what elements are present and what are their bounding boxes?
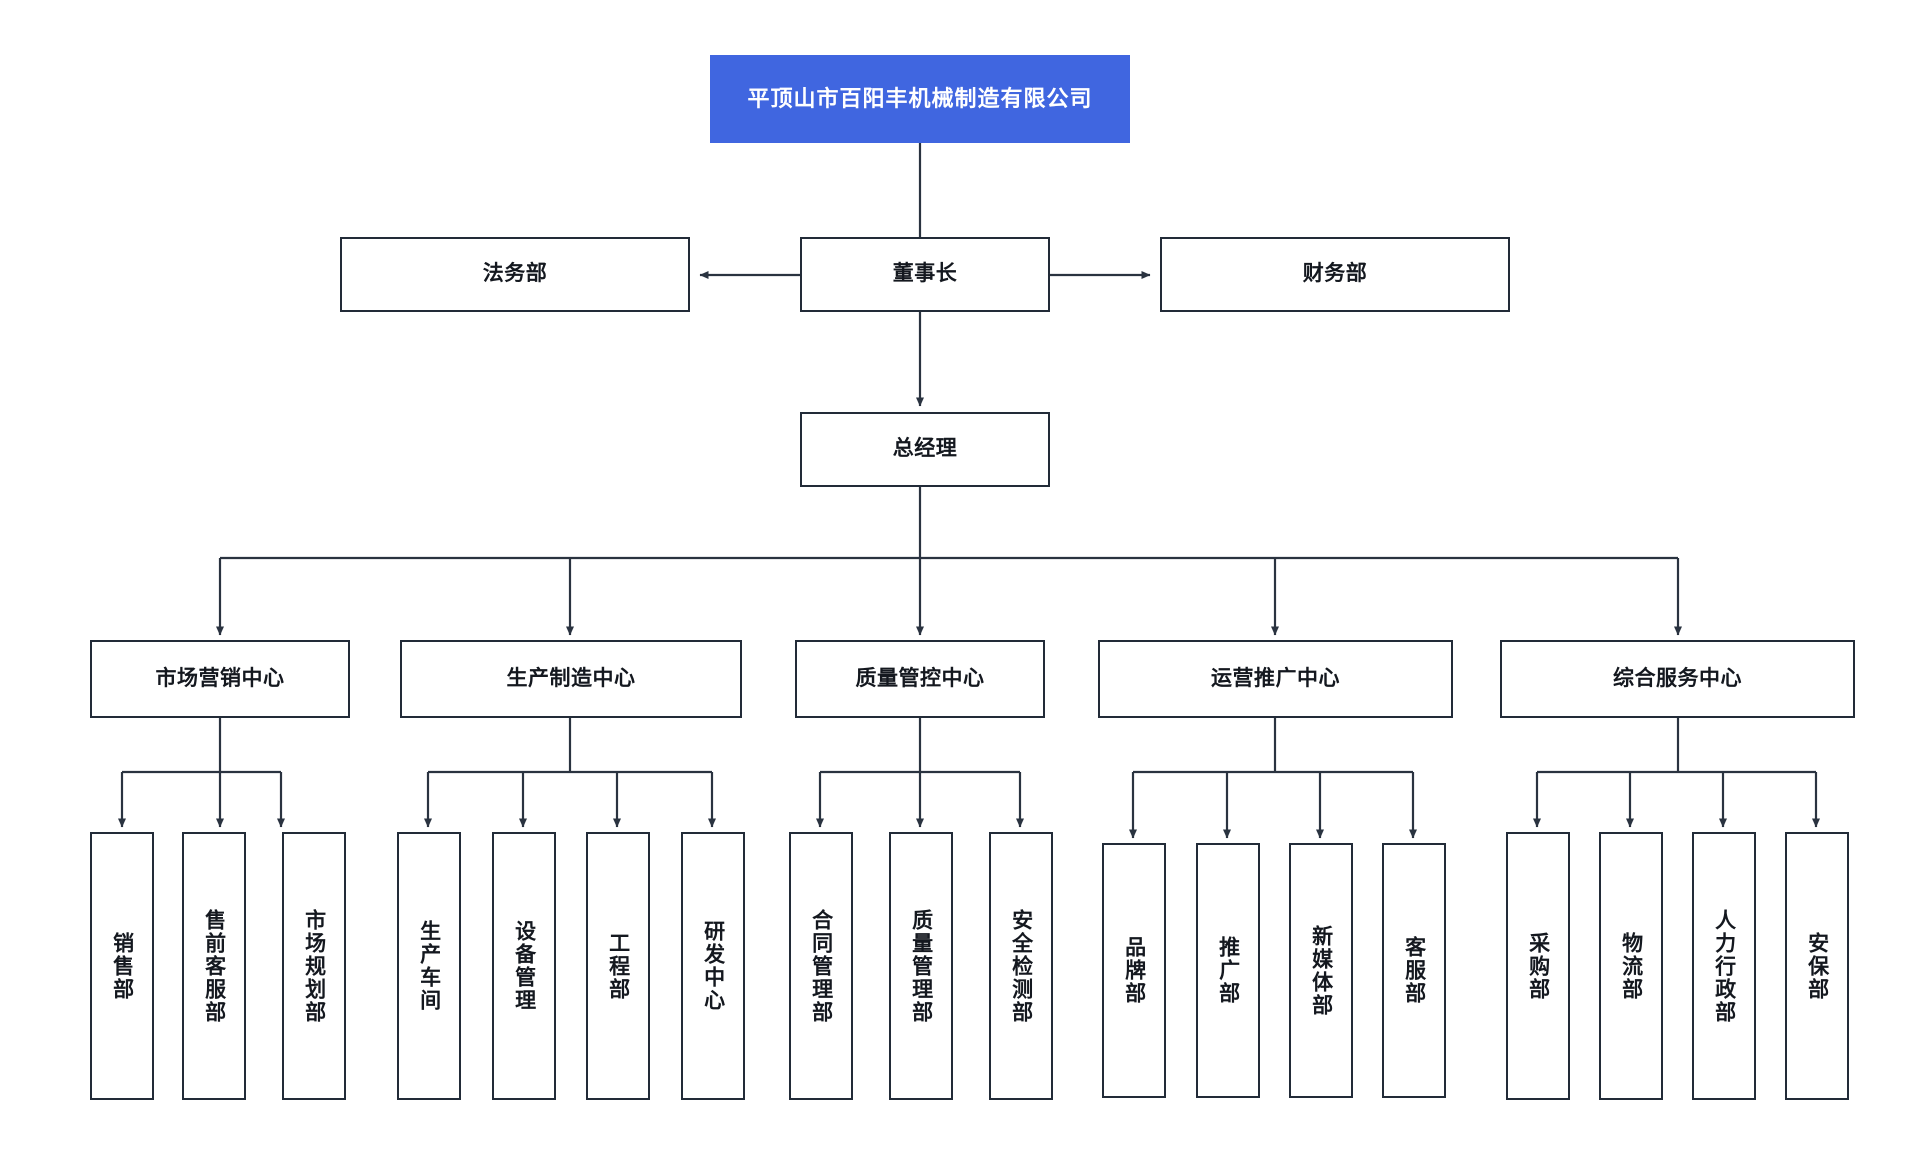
node-label: 合同管理部 [809,908,833,1024]
node-label: 人力行政部 [1712,908,1736,1024]
node-label: 安全检测部 [1009,908,1033,1024]
node-label: 总经理 [892,437,958,461]
node-label: 生产制造中心 [506,666,636,690]
node-label: 董事长 [892,262,958,286]
node-leaf-contract-management-department[interactable]: 合同管理部 [789,832,853,1100]
node-label: 安保部 [1805,931,1829,1001]
node-label: 采购部 [1526,931,1550,1001]
node-leaf-hr-administration-department[interactable]: 人力行政部 [1692,832,1756,1100]
node-leaf-rnd-center[interactable]: 研发中心 [681,832,745,1100]
node-label: 销售部 [110,931,134,1001]
node-leaf-quality-management-department[interactable]: 质量管理部 [889,832,953,1100]
node-label: 市场规划部 [302,908,326,1024]
node-legal-department[interactable]: 法务部 [340,237,690,312]
node-label: 市场营销中心 [155,666,285,690]
node-leaf-customer-service-department[interactable]: 客服部 [1382,843,1446,1098]
node-label: 工程部 [606,931,630,1001]
node-center-marketing[interactable]: 市场营销中心 [90,640,350,718]
node-general-manager[interactable]: 总经理 [800,412,1050,487]
node-label: 平顶山市百阳丰机械制造有限公司 [747,86,1093,112]
node-label: 品牌部 [1122,936,1146,1005]
node-label: 物流部 [1619,931,1643,1001]
node-label: 新媒体部 [1309,924,1333,1017]
node-label: 综合服务中心 [1613,666,1742,690]
node-leaf-logistics-department[interactable]: 物流部 [1599,832,1663,1100]
node-leaf-safety-inspection-department[interactable]: 安全检测部 [989,832,1053,1100]
node-center-general-services[interactable]: 综合服务中心 [1500,640,1855,718]
node-finance-department[interactable]: 财务部 [1160,237,1510,312]
node-company-root[interactable]: 平顶山市百阳丰机械制造有限公司 [710,55,1130,143]
node-leaf-presales-service-department[interactable]: 售前客服部 [182,832,246,1100]
node-center-manufacturing[interactable]: 生产制造中心 [400,640,742,718]
node-leaf-promotion-department[interactable]: 推广部 [1196,843,1260,1098]
node-leaf-market-planning-department[interactable]: 市场规划部 [282,832,346,1100]
node-label: 质量管控中心 [855,666,985,690]
node-leaf-sales-department[interactable]: 销售部 [90,832,154,1100]
node-leaf-production-workshop[interactable]: 生产车间 [397,832,461,1100]
node-leaf-equipment-management[interactable]: 设备管理 [492,832,556,1100]
node-label: 客服部 [1402,936,1426,1005]
node-leaf-brand-department[interactable]: 品牌部 [1102,843,1166,1098]
node-leaf-security-department[interactable]: 安保部 [1785,832,1849,1100]
node-center-quality[interactable]: 质量管控中心 [795,640,1045,718]
node-label: 生产车间 [417,920,441,1012]
node-leaf-engineering-department[interactable]: 工程部 [586,832,650,1100]
node-leaf-new-media-department[interactable]: 新媒体部 [1289,843,1353,1098]
node-label: 法务部 [482,262,548,286]
node-label: 研发中心 [701,920,725,1012]
node-label: 推广部 [1216,936,1240,1005]
node-label: 设备管理 [512,920,536,1012]
node-leaf-procurement-department[interactable]: 采购部 [1506,832,1570,1100]
node-label: 运营推广中心 [1211,666,1340,690]
node-label: 质量管理部 [909,908,933,1024]
node-label: 售前客服部 [202,908,226,1024]
node-chairman[interactable]: 董事长 [800,237,1050,312]
node-center-operations[interactable]: 运营推广中心 [1098,640,1453,718]
node-label: 财务部 [1302,262,1368,286]
